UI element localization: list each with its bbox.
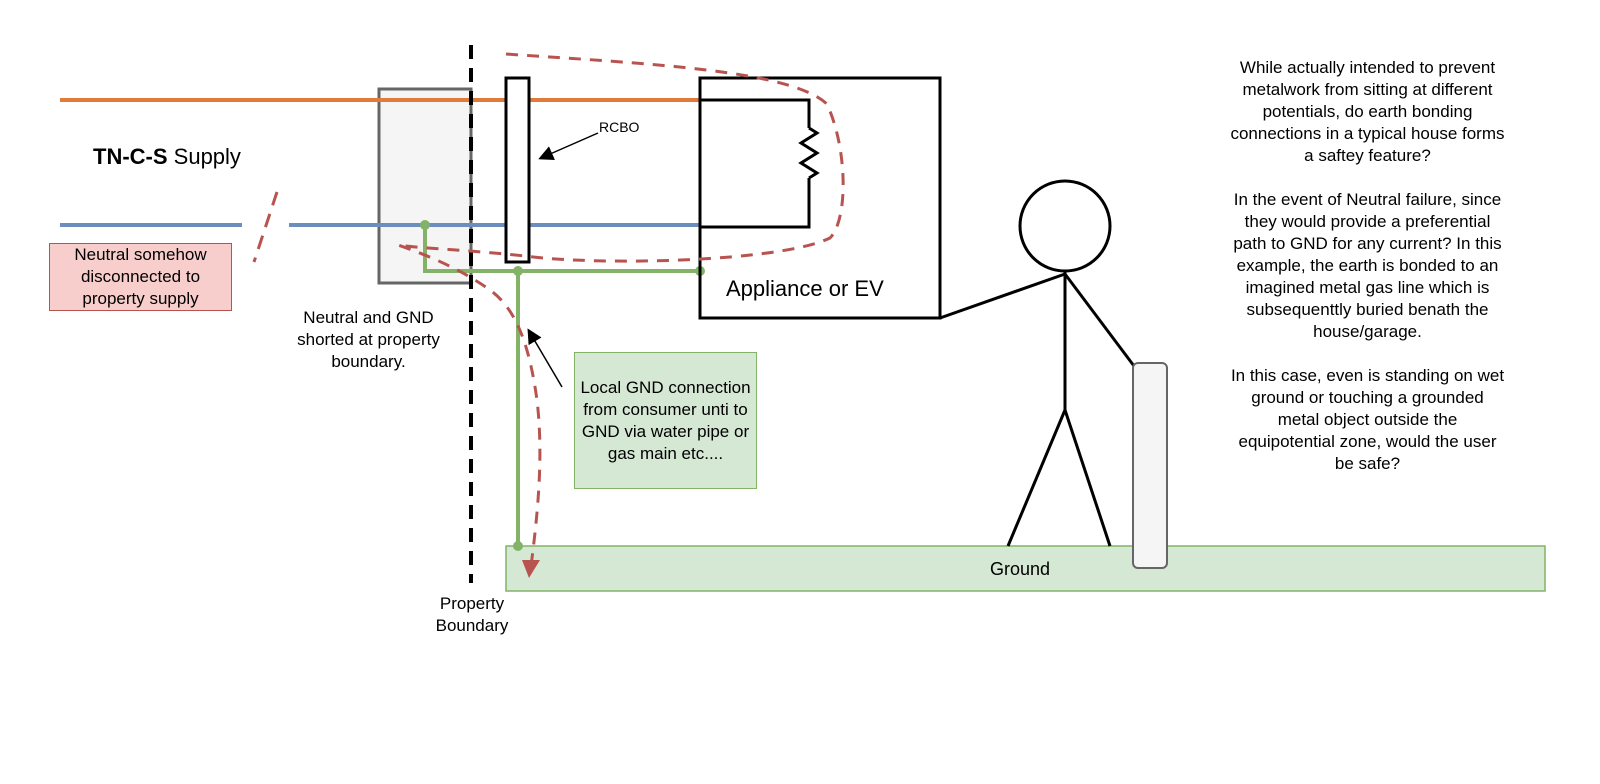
neutral-break-mark <box>252 191 279 263</box>
appliance-label: Appliance or EV <box>726 276 884 301</box>
neutral-disconnected-note: Neutral somehow disconnected to property… <box>49 243 232 311</box>
resistor-icon <box>700 98 820 229</box>
supply-type-bold: TN-C-S <box>93 144 168 169</box>
explanation-paragraph-2: In the event of Neutral failure, since t… <box>1233 190 1502 341</box>
rcbo-pointer-arrow <box>538 132 599 161</box>
earth-nodes <box>420 220 705 551</box>
explanation-paragraph-1: While actually intended to prevent metal… <box>1230 58 1505 165</box>
fault-path-arrowhead <box>522 560 540 578</box>
explanation-text: While actually intended to prevent metal… <box>1230 57 1505 497</box>
neutral-gnd-shorted-label: Neutral and GND shorted at property boun… <box>297 308 440 371</box>
rcbo-device <box>504 76 531 264</box>
supply-type-rest: Supply <box>167 144 241 169</box>
property-boundary-label: Property Boundary <box>435 594 509 635</box>
fault-current-path <box>397 52 845 575</box>
ground-strip <box>505 545 1546 592</box>
grounded-metal-object <box>1132 362 1168 569</box>
rcbo-label: RCBO <box>599 119 640 135</box>
stick-figure-icon <box>939 179 1136 547</box>
supply-title: TN-C-S Supply <box>93 144 241 170</box>
earth-wiring <box>423 225 700 546</box>
ground-label: Ground <box>990 559 1051 579</box>
appliance-box <box>698 76 942 320</box>
local-gnd-pointer-arrow <box>527 328 563 388</box>
explanation-paragraph-3: In this case, even is standing on wet gr… <box>1230 366 1505 473</box>
local-gnd-note: Local GND connection from consumer unti … <box>574 352 757 489</box>
